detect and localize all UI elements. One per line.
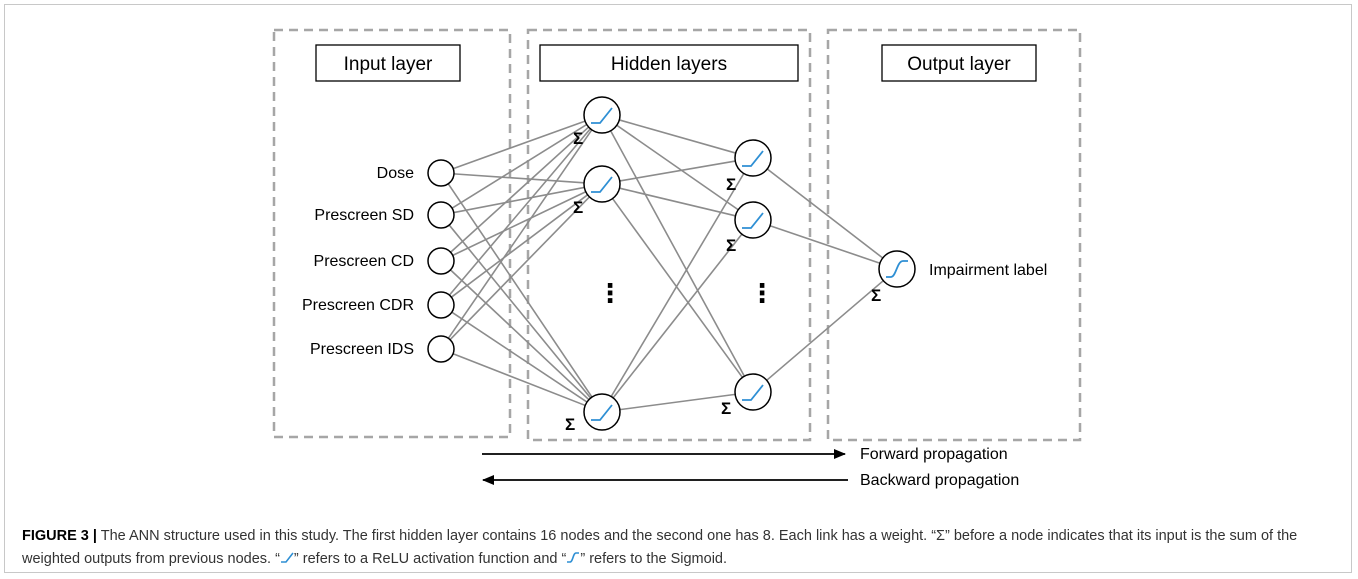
input-layer-title: Input layer [344, 54, 433, 75]
input-nodes [427, 159, 455, 363]
relu-node [734, 139, 772, 177]
connection-line [449, 196, 591, 341]
forward-propagation-label: Forward propagation [860, 446, 1008, 463]
relu-activation-icon [591, 404, 613, 421]
input-label-prescreen-cdr: Prescreen CDR [302, 297, 414, 314]
hidden-layers-title-box [539, 44, 799, 82]
caption-text-1: The ANN structure used in this study. Th… [96, 528, 937, 544]
connection-line [452, 120, 586, 170]
sum-symbol: Σ [573, 198, 583, 217]
connection-line [769, 225, 881, 264]
connection-line [448, 224, 592, 399]
connection-line [766, 280, 884, 381]
connection-line [609, 130, 746, 377]
connections [447, 119, 884, 411]
relu-node [583, 165, 621, 203]
caption-text-4: ” refers to the Sigmoid. [580, 551, 728, 567]
figure-label: FIGURE 3 | [22, 528, 97, 544]
ann-diagram: Input layer Hidden layers Output layer D… [272, 28, 1082, 489]
ellipsis: ⋮ [597, 278, 623, 308]
relu-activation-icon [742, 212, 764, 229]
connection-line [450, 194, 589, 298]
input-node-prescreen-sd [427, 201, 455, 229]
connection-line [766, 168, 884, 259]
connection-line [612, 233, 743, 399]
figure-frame [4, 4, 1352, 573]
hidden-layer-2: Σ Σ Σ ⋮ [721, 139, 775, 418]
relu-node [734, 201, 772, 239]
connection-line [449, 269, 590, 401]
connection-line [452, 352, 586, 407]
connection-line [611, 198, 744, 378]
connection-line [616, 124, 739, 211]
sum-symbol: Σ [871, 286, 881, 305]
caption-text-3: ” refers to a ReLU activation function a… [293, 551, 567, 567]
connection-line [447, 183, 593, 398]
input-label-prescreen-ids: Prescreen IDS [310, 341, 414, 358]
connection-line [452, 191, 587, 257]
connection-line [619, 160, 736, 182]
output-layer-title-box [881, 44, 1037, 82]
output-layer-box [826, 28, 1082, 442]
input-layer-title-box [315, 44, 461, 82]
relu-node [583, 96, 621, 134]
caption-sigma: Σ [936, 528, 946, 544]
connection-line [450, 126, 590, 253]
input-node-prescreen-cdr [427, 291, 455, 319]
ellipsis: ⋮ [749, 278, 775, 308]
sum-symbol: Σ [726, 175, 736, 194]
connection-line [619, 119, 736, 154]
connection-line [619, 393, 736, 411]
relu-activation-icon [742, 150, 764, 167]
connection-line [610, 173, 745, 397]
input-node-prescreen-ids [427, 335, 455, 363]
output-label: Impairment label [929, 262, 1047, 279]
input-node-prescreen-cd [427, 247, 455, 275]
connection-line [619, 187, 736, 217]
relu-glyph-icon [280, 552, 294, 563]
input-node-dose [427, 159, 455, 187]
backward-propagation-label: Backward propagation [860, 472, 1019, 489]
sum-symbol: Σ [573, 129, 583, 148]
output-node: Σ Impairment label [871, 250, 1047, 305]
connection-line [453, 186, 585, 214]
hidden-layers-box [526, 28, 812, 442]
sum-symbol: Σ [565, 415, 575, 434]
sum-symbol: Σ [721, 399, 731, 418]
connection-line [453, 173, 585, 184]
input-label-prescreen-cd: Prescreen CD [314, 253, 414, 270]
input-layer-box [272, 28, 512, 439]
relu-node [583, 393, 621, 431]
hidden-layers-title: Hidden layers [611, 54, 727, 75]
relu-node [734, 373, 772, 411]
input-label-prescreen-sd: Prescreen SD [314, 207, 414, 224]
output-layer-title: Output layer [907, 54, 1011, 75]
relu-activation-icon [742, 384, 764, 401]
connection-line [451, 123, 588, 209]
sigmoid-activation-icon [886, 260, 908, 278]
connection-line [448, 128, 591, 296]
relu-activation-icon [591, 176, 613, 193]
sigmoid-glyph-icon [567, 552, 580, 563]
connection-line [447, 129, 593, 339]
figure-caption: FIGURE 3 | The ANN structure used in thi… [22, 525, 1340, 571]
sum-symbol: Σ [726, 236, 736, 255]
relu-activation-icon [591, 107, 613, 124]
input-label-dose: Dose [377, 165, 414, 182]
hidden-layer-1: Σ Σ Σ ⋮ [565, 96, 623, 434]
connection-line [451, 311, 588, 403]
caption-text-2: ” before a node indicates that its input… [22, 528, 1298, 567]
